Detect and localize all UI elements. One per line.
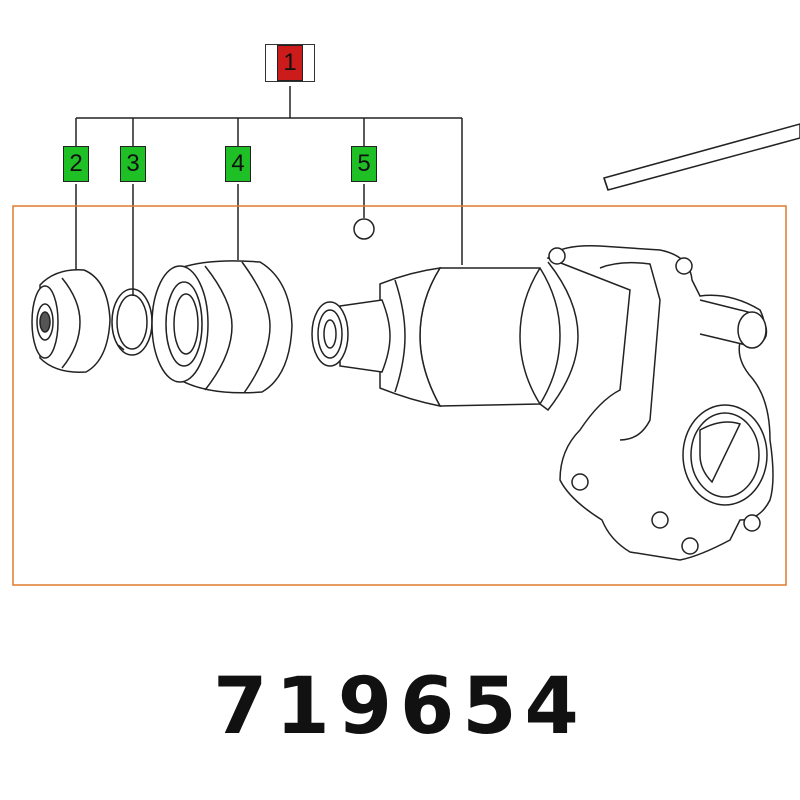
part-4-sleeve [151,260,293,394]
rod-shape [603,123,800,191]
part-1-housing [311,245,774,561]
part-2-cap [31,269,111,373]
callout-1: 1 [277,45,303,81]
part-5-oring [353,218,375,240]
callout-2: 2 [63,146,89,182]
part-3-ring [111,288,153,356]
callout-3: 3 [120,146,146,182]
assembly-frame [12,205,787,586]
callout-4: 4 [225,146,251,182]
callout-5: 5 [351,146,377,182]
part-number: 719654 [213,662,587,752]
leader-lines [75,86,463,296]
